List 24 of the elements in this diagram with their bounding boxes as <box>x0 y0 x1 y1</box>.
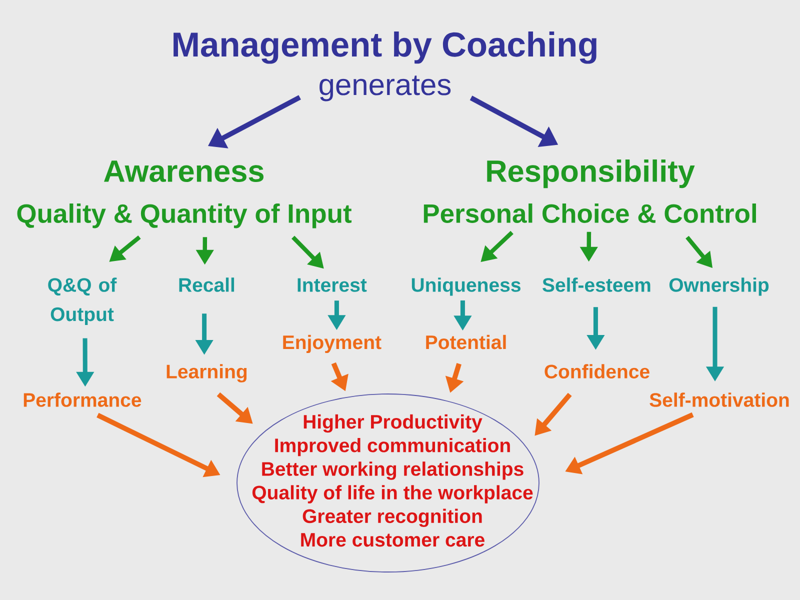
result-item: Improved communication <box>275 438 510 456</box>
result-item: Better working relationships <box>262 462 524 480</box>
factor-label: Q&Q of Output <box>48 278 117 326</box>
outcome-label: Confidence <box>544 364 650 378</box>
result-item: Higher Productivity <box>304 414 482 433</box>
category-heading: Responsibility <box>487 159 695 188</box>
category-heading: Awareness <box>104 160 264 182</box>
factor-label: Ownership <box>669 278 769 296</box>
factor-label: Interest <box>298 278 367 292</box>
title: Management by Coaching <box>174 32 596 64</box>
factor-label: Recall <box>179 278 234 292</box>
outcome-label: Potential <box>426 334 506 350</box>
result-item: More customer care <box>301 533 484 547</box>
category-subheading: Personal Choice & Control <box>424 204 756 223</box>
outcome-label: Learning <box>166 364 247 382</box>
result-item: Quality of life in the workplace <box>252 485 533 504</box>
outcome-label: Performance <box>24 392 142 407</box>
outcome-label: Self-motivation <box>650 392 789 407</box>
factor-label: Uniqueness <box>412 278 520 296</box>
linking-word: generates <box>320 76 451 102</box>
factor-label: Self-esteem <box>542 278 650 292</box>
category-subheading: Quality & Quantity of Input <box>17 204 352 228</box>
result-item: Greater recognition <box>302 508 482 528</box>
outcome-label: Enjoyment <box>283 334 382 354</box>
